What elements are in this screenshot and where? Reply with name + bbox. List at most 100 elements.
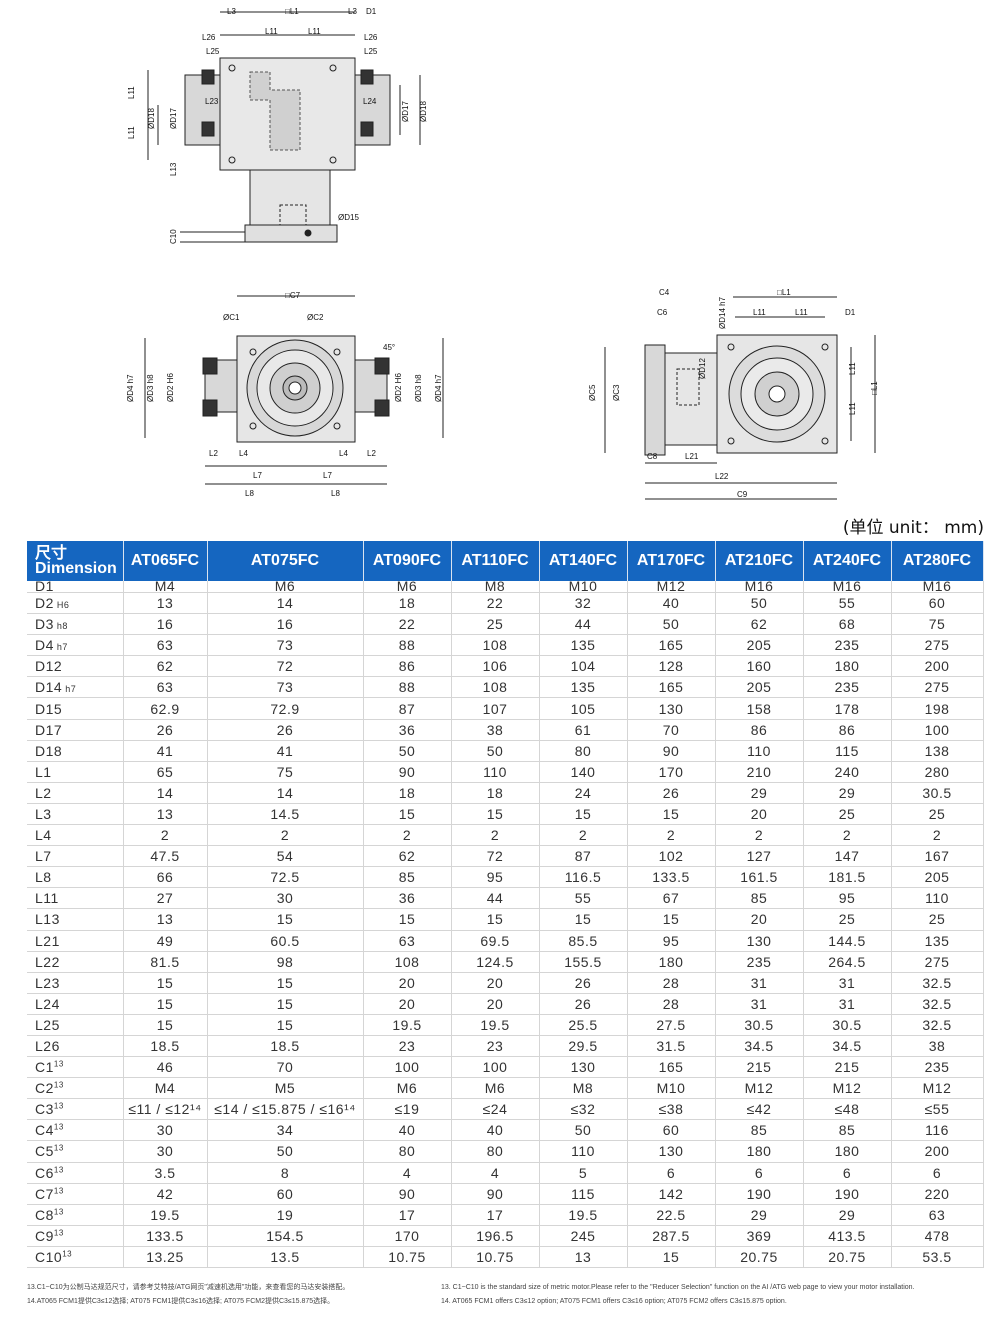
table-cell: 235 bbox=[891, 1056, 984, 1079]
table-cell: 60 bbox=[627, 1119, 716, 1142]
table-cell: 75 bbox=[207, 761, 364, 783]
row-label-text: C7 bbox=[35, 1185, 54, 1202]
table-cell: 15 bbox=[207, 1014, 364, 1036]
table-cell: 86 bbox=[803, 719, 892, 741]
svg-text:L22: L22 bbox=[715, 472, 729, 481]
table-cell: 85.5 bbox=[539, 930, 628, 952]
table-cell: 107 bbox=[451, 697, 540, 720]
table-cell: 413.5 bbox=[803, 1225, 892, 1247]
table-cell: 275 bbox=[891, 951, 984, 973]
table-cell: 3.5 bbox=[123, 1162, 208, 1184]
front-view-drawing: □C7 ØC1 ØC2 45° ØD4 h7 ØD3 h8 ØD2 H6 ØD2… bbox=[126, 291, 444, 498]
table-cell: 135 bbox=[539, 676, 628, 699]
table-cell: 40 bbox=[363, 1119, 452, 1142]
table-cell: 49 bbox=[123, 930, 208, 952]
table-cell: 106 bbox=[451, 655, 540, 678]
row-label-text: L2 bbox=[35, 784, 52, 801]
svg-text:L26: L26 bbox=[364, 33, 378, 42]
table-cell: 60 bbox=[207, 1183, 364, 1205]
row-label: L7 bbox=[27, 845, 124, 868]
row-label-text: L22 bbox=[35, 953, 60, 970]
table-cell: 63 bbox=[891, 1204, 984, 1226]
table-cell: ≤32 bbox=[539, 1098, 628, 1121]
table-cell: 110 bbox=[539, 1140, 628, 1163]
svg-text:ØD18: ØD18 bbox=[147, 108, 156, 129]
table-cell: ≤24 bbox=[451, 1098, 540, 1121]
table-cell: 180 bbox=[803, 655, 892, 678]
table-cell: M6 bbox=[363, 1077, 452, 1100]
svg-text:L4: L4 bbox=[339, 449, 348, 458]
svg-text:L2: L2 bbox=[367, 449, 376, 458]
row-label-text: D14 bbox=[35, 679, 63, 696]
table-cell: 13 bbox=[123, 592, 208, 615]
svg-text:L26: L26 bbox=[202, 33, 216, 42]
row-label: C513 bbox=[27, 1140, 124, 1163]
table-cell: 19.5 bbox=[539, 1204, 628, 1226]
table-cell: 20 bbox=[715, 803, 804, 826]
table-cell: 105 bbox=[539, 697, 628, 720]
table-cell: 287.5 bbox=[627, 1225, 716, 1247]
table-cell: 2 bbox=[451, 824, 540, 847]
table-cell: 15 bbox=[207, 908, 364, 931]
row-label-text: D1 bbox=[35, 581, 54, 593]
table-cell: 13 bbox=[123, 908, 208, 931]
row-label-text: L3 bbox=[35, 805, 52, 822]
table-cell: M12 bbox=[715, 1077, 804, 1100]
table-cell: ≤19 bbox=[363, 1098, 452, 1121]
table-cell: 36 bbox=[363, 887, 452, 910]
row-label: C113 bbox=[27, 1056, 124, 1079]
footnote-cn-14: 14.AT065 FCM1提供C3≤12选择; AT075 FCM1提供C3≤1… bbox=[27, 1298, 335, 1305]
svg-text:D1: D1 bbox=[366, 7, 377, 16]
table-cell: 31 bbox=[715, 993, 804, 1015]
table-cell: 63 bbox=[363, 930, 452, 952]
table-cell: 90 bbox=[363, 1183, 452, 1205]
row-label-text: C8 bbox=[35, 1206, 54, 1223]
svg-text:ØD3 h8: ØD3 h8 bbox=[414, 374, 423, 402]
table-cell: 50 bbox=[627, 613, 716, 636]
table-cell: 20 bbox=[363, 993, 452, 1015]
row-label: D18 bbox=[27, 740, 124, 762]
table-cell: 25 bbox=[803, 803, 892, 826]
svg-text:ØD18: ØD18 bbox=[419, 101, 428, 122]
table-cell: 205 bbox=[715, 634, 804, 657]
table-cell: 108 bbox=[363, 951, 452, 973]
table-cell: 50 bbox=[451, 740, 540, 762]
footnotes-en: 13. C1~C10 is the standard size of metri… bbox=[441, 1281, 986, 1309]
table-cell: 50 bbox=[363, 740, 452, 762]
table-cell: 14 bbox=[123, 782, 208, 804]
model-header: AT240FC bbox=[803, 541, 892, 581]
table-cell: 124.5 bbox=[451, 951, 540, 973]
row-label: C913 bbox=[27, 1225, 124, 1247]
table-cell: 50 bbox=[715, 592, 804, 615]
table-cell: 25 bbox=[803, 908, 892, 931]
table-cell: 15 bbox=[627, 908, 716, 931]
table-cell: 100 bbox=[891, 719, 984, 741]
table-cell: 161.5 bbox=[715, 866, 804, 889]
svg-text:L11: L11 bbox=[848, 402, 857, 415]
table-cell: 80 bbox=[539, 740, 628, 762]
table-cell: 165 bbox=[627, 676, 716, 699]
side-view-drawing: C4 C6 ØD14 h7 □L1 L11 L11 D1 ØC5 ØC3 ØD1… bbox=[588, 288, 879, 500]
table-cell: 14 bbox=[207, 592, 364, 615]
svg-text:L21: L21 bbox=[685, 452, 699, 461]
row-label-text: C9 bbox=[35, 1227, 54, 1244]
table-cell: 85 bbox=[715, 1119, 804, 1142]
table-cell: 215 bbox=[715, 1056, 804, 1079]
table-cell: 19.5 bbox=[451, 1014, 540, 1036]
table-cell: 196.5 bbox=[451, 1225, 540, 1247]
table-cell: 20 bbox=[451, 972, 540, 994]
svg-text:L25: L25 bbox=[364, 47, 378, 56]
table-cell: 40 bbox=[627, 592, 716, 615]
table-cell: 235 bbox=[715, 951, 804, 973]
table-cell: 20 bbox=[363, 972, 452, 994]
table-cell: 15 bbox=[123, 1014, 208, 1036]
table-cell: 31.5 bbox=[627, 1035, 716, 1058]
row-label-text: L23 bbox=[35, 974, 60, 991]
